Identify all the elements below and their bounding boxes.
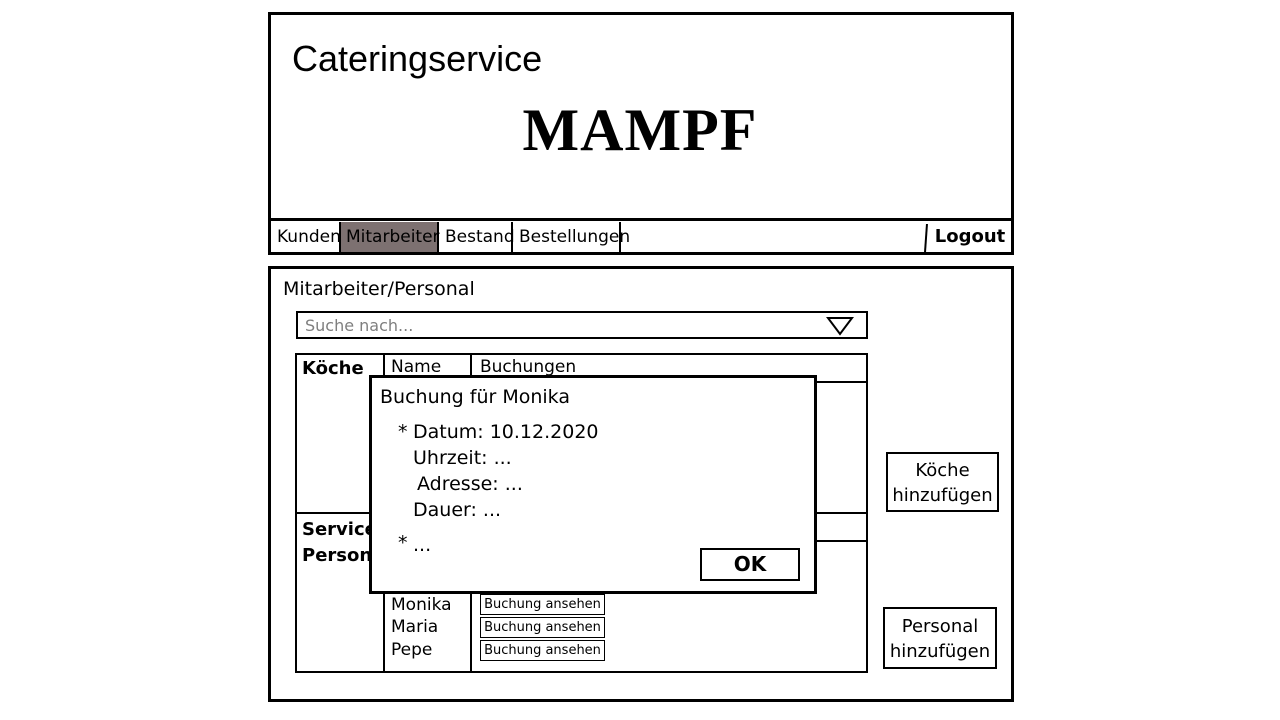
booking-time: Uhrzeit: ... <box>413 447 512 469</box>
main-panel <box>268 266 1014 702</box>
staff-name: Monika <box>391 595 452 615</box>
search-input[interactable] <box>298 313 818 337</box>
search-box <box>296 311 868 339</box>
logout-button[interactable]: Logout <box>934 226 1006 247</box>
add-staff-button[interactable]: Personal hinzufügen <box>883 607 997 669</box>
group-label-service-personal: Service Personal <box>302 517 372 569</box>
button-label: Köche <box>915 460 970 481</box>
view-booking-button[interactable]: Buchung ansehen <box>480 640 605 661</box>
table-row-line <box>815 540 867 542</box>
staff-name: Maria <box>391 617 439 637</box>
booking-more: ... <box>413 534 432 556</box>
view-booking-button[interactable]: Buchung ansehen <box>480 594 605 615</box>
button-label: hinzufügen <box>892 485 993 506</box>
view-booking-button[interactable]: Buchung ansehen <box>480 617 605 638</box>
group-label-line: Personal <box>302 545 372 566</box>
column-header-bookings: Buchungen <box>480 357 577 377</box>
tab-bestellungen[interactable]: Bestellungen <box>513 222 630 252</box>
button-label: Personal <box>901 616 979 637</box>
bullet-marker: * <box>398 532 408 554</box>
staff-name: Pepe <box>391 640 433 660</box>
app-header <box>268 12 1014 255</box>
group-label-koeche: Köche <box>302 358 364 379</box>
booking-date: Datum: 10.12.2020 <box>413 421 599 443</box>
add-cooks-button[interactable]: Köche hinzufügen <box>886 452 999 512</box>
booking-duration: Dauer: ... <box>413 499 502 521</box>
ok-button[interactable]: OK <box>700 548 800 581</box>
tab-kunden[interactable]: Kunden <box>271 222 341 252</box>
booking-address: Adresse: ... <box>417 473 523 495</box>
page-title: Mitarbeiter/Personal <box>283 278 475 300</box>
app-subtitle: Cateringservice <box>292 38 543 79</box>
table-row-line <box>815 381 867 383</box>
group-label-line: Service <box>302 519 372 540</box>
column-header-name: Name <box>391 357 442 377</box>
dialog-title: Buchung für Monika <box>380 386 570 408</box>
tab-mitarbeiter[interactable]: Mitarbeiter <box>341 222 440 252</box>
button-label: hinzufügen <box>889 641 991 662</box>
tab-bestand[interactable]: Bestand <box>439 222 515 252</box>
nav-divider <box>268 218 1014 221</box>
bullet-marker: * <box>398 421 408 443</box>
triangle-down-icon[interactable] <box>826 316 854 336</box>
app-logo-title: MAMPF <box>522 97 758 163</box>
